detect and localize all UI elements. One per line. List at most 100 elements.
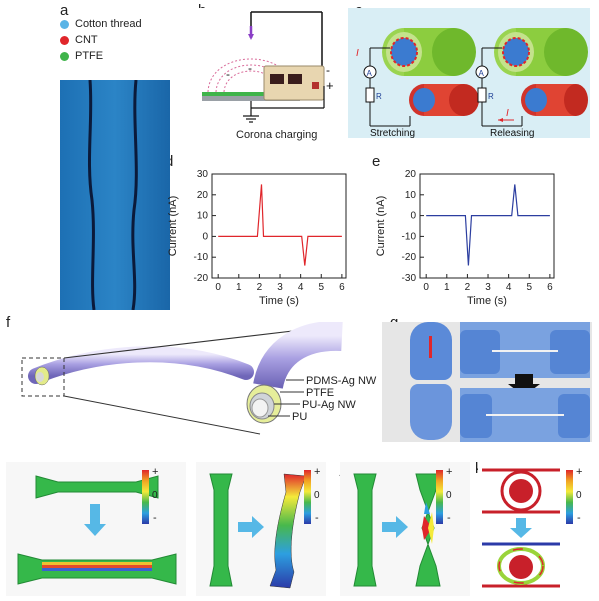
fiber-structure: PDMS-Ag NW PTFE PU-Ag NW PU <box>21 322 377 435</box>
x-tick-label-e-4: 4 <box>506 282 512 293</box>
supply-minus: - <box>326 63 330 77</box>
y-tick-label-d-4: 20 <box>197 190 209 201</box>
photo-finger-bottom <box>410 384 452 440</box>
y-axis-label-d: Current (nA) <box>167 196 179 257</box>
colorbar-h-gradient <box>142 470 149 524</box>
colorbar-h-mid: 0 <box>152 490 158 501</box>
colorbar-j-min: - <box>447 512 451 524</box>
y-tick-label-d-3: 10 <box>197 211 209 222</box>
colorbar-i-max: + <box>314 466 321 478</box>
current-right: I <box>506 108 509 119</box>
arrow-right-icon-j <box>396 516 408 538</box>
legend-item-ptfe: PTFE <box>60 48 190 64</box>
supply-plus: + <box>326 78 334 93</box>
current-left: I <box>356 48 359 59</box>
label-pu: PU <box>292 411 307 423</box>
legend-swatch-cnt <box>60 35 69 45</box>
stretch-photos <box>382 322 592 442</box>
x-tick-label-e-0: 0 <box>423 282 429 293</box>
sim-h-bar-top <box>35 475 159 499</box>
sample-ptfe-layer <box>202 92 300 96</box>
label-pdms-agnw: PDMS-Ag NW <box>306 375 377 387</box>
photo-finger-top <box>410 322 452 380</box>
arrow-down-icon <box>515 374 533 386</box>
x-axis-label-d: Time (s) <box>259 295 299 307</box>
legend-a: Cotton thread CNT PTFE <box>60 16 190 64</box>
colorbar-h-min: - <box>153 512 157 524</box>
y-tick-label-e-1: -20 <box>402 252 417 263</box>
label-pu-agnw: PU-Ag NW <box>302 399 356 411</box>
y-tick-label-d-0: -20 <box>194 273 209 284</box>
y-tick-label-e-5: 20 <box>405 169 417 180</box>
charge-minus-1: - <box>226 67 230 81</box>
y-tick-label-e-3: 0 <box>410 211 416 222</box>
resistor-right: R <box>488 92 494 101</box>
colorbar-j-mid: 0 <box>446 490 452 501</box>
y-tick-label-e-2: -10 <box>402 231 417 242</box>
sim-h-panel <box>6 462 186 596</box>
x-tick-label-d-4: 4 <box>298 282 304 293</box>
series-line-e-0 <box>426 184 550 266</box>
colorbar-i-gradient <box>304 470 311 524</box>
colorbar-k-mid: 0 <box>576 490 582 501</box>
sim-h <box>17 475 177 585</box>
legend-label-ptfe: PTFE <box>75 50 104 62</box>
releasing-caption: Releasing <box>490 128 534 138</box>
legend-label-cotton: Cotton thread <box>75 18 142 30</box>
y-tick-label-e-0: -30 <box>402 273 417 284</box>
thread-photo <box>60 80 170 310</box>
x-tick-label-e-2: 2 <box>465 282 471 293</box>
sim-j <box>353 473 441 587</box>
colorbar-i-mid: 0 <box>314 490 320 501</box>
x-tick-label-d-5: 5 <box>318 282 324 293</box>
panel-label-e: e <box>372 153 381 170</box>
sim-k-panel <box>478 462 596 596</box>
x-tick-label-e-1: 1 <box>444 282 450 293</box>
colorbar-k-min: - <box>577 512 581 524</box>
y-axis-label-e: Current (nA) <box>375 196 387 257</box>
charge-minus-2: - <box>248 61 252 75</box>
x-tick-label-d-0: 0 <box>215 282 221 293</box>
legend-label-cnt: CNT <box>75 34 98 46</box>
panel-label-a: a <box>60 2 69 19</box>
colorbar-j-max: + <box>446 466 453 478</box>
arrow-down-icon-k <box>510 528 532 538</box>
photo-stretch-top <box>460 322 590 378</box>
x-tick-label-d-3: 3 <box>277 282 283 293</box>
sim-i-bar-original <box>209 473 233 587</box>
x-tick-label-d-1: 1 <box>236 282 242 293</box>
arrow-right-icon-i <box>252 516 264 538</box>
ammeter-left: A <box>367 69 373 78</box>
series-line-d-0 <box>218 184 342 266</box>
colorbar-h-max: + <box>152 466 159 478</box>
legend-swatch-ptfe <box>60 51 69 61</box>
colorbar-i: + 0 - <box>304 466 344 530</box>
releasing-device: A R I Releasing <box>475 28 588 138</box>
y-tick-label-d-1: -10 <box>194 252 209 263</box>
plot-frame-e <box>419 173 555 279</box>
x-axis-label-e: Time (s) <box>467 295 507 307</box>
colorbar-h: + 0 - <box>142 466 182 530</box>
x-tick-label-e-5: 5 <box>526 282 532 293</box>
plot-frame-d <box>211 173 347 279</box>
arrow-up-icon <box>429 336 432 358</box>
x-tick-label-d-6: 6 <box>339 282 345 293</box>
stretch-release-diagram: A R I Stretching A R I Releasing <box>348 8 590 138</box>
arrow-down-icon-h <box>84 524 106 536</box>
colorbar-j: + 0 - <box>436 466 476 530</box>
resistor-left: R <box>376 92 382 101</box>
sim-i-bar-bent <box>269 473 307 589</box>
sim-i <box>209 473 307 589</box>
legend-item-cnt: CNT <box>60 32 190 48</box>
colorbar-j-gradient <box>436 470 443 524</box>
sim-k <box>482 468 560 588</box>
colorbar-k: + 0 - <box>566 466 598 530</box>
thread-strand-2 <box>131 80 138 310</box>
stretching-device: A R I Stretching <box>356 28 479 138</box>
panel-label-f: f <box>6 314 11 331</box>
colorbar-k-max: + <box>576 466 583 478</box>
sim-j-panel <box>340 462 470 596</box>
fiber-tube <box>28 346 254 384</box>
sim-j-bar-original <box>353 473 377 587</box>
